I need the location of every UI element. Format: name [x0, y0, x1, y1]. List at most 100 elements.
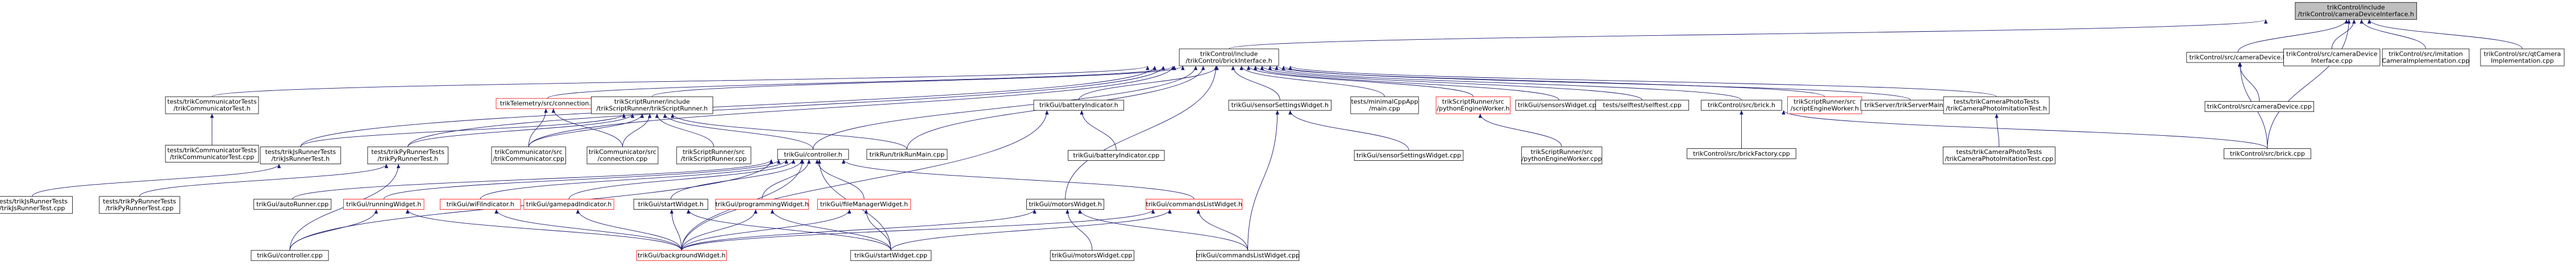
node-start-widget-h[interactable]: trikGui/startWidget.h: [633, 199, 709, 210]
node-label: trikCommunicator/src: [495, 148, 563, 156]
node-label: trikGui/commandsListWidget.h: [1146, 201, 1242, 208]
edge-trik-communicator-cpp-to-brick-interface: [528, 66, 1175, 147]
node-autorunner-cpp[interactable]: trikGui/autoRunner.cpp: [253, 199, 332, 210]
node-box: [2480, 48, 2565, 66]
edge-background-widget-h-to-start-widget-h: [669, 209, 682, 251]
edge-start-widget-cpp-to-start-widget-h: [686, 209, 892, 251]
node-running-widget-h[interactable]: trikGui/runningWidget.h: [343, 199, 425, 210]
node-python-engine-worker-cpp[interactable]: trikScriptRunner/src/pythonEngineWorker.…: [1521, 147, 1603, 164]
node-motors-widget-h[interactable]: trikGui/motorsWidget.h: [1026, 199, 1105, 210]
edge-connection-cpp-to-telemetry-connection: [551, 109, 623, 147]
node-trik-server-main[interactable]: trikServer/trikServerMain.cpp: [1861, 99, 1961, 111]
node-commands-list-widget-h[interactable]: trikGui/commandsListWidget.h: [1146, 199, 1243, 210]
node-label: /trikCameraPhotoImitationTest.cpp: [1945, 155, 2053, 163]
edge-wifi-indicator-h-to-controller-h: [480, 159, 789, 199]
node-js-runner-test-h[interactable]: tests/trikJsRunnerTests/trikJsRunnerTest…: [260, 147, 342, 164]
node-box: [715, 199, 809, 210]
node-label: /pythonEngineWorker.h: [1437, 105, 1509, 113]
node-box: [1701, 99, 1782, 111]
edge-brick-interface-to-root: [1229, 19, 2267, 49]
node-commands-list-widget-cpp[interactable]: trikGui/commandsListWidget.cpp: [1196, 250, 1300, 261]
node-programming-widget-h[interactable]: trikGui/programmingWidget.h: [715, 199, 809, 210]
node-camera-photo-test-cpp[interactable]: tests/trikCameraPhotoTests/trikCameraPho…: [1942, 147, 2055, 164]
node-label: trikScriptRunner/include: [614, 98, 690, 106]
node-box: [1146, 199, 1243, 210]
node-controller-h[interactable]: trikGui/controller.h: [777, 149, 849, 160]
node-comm-test-h[interactable]: tests/trikCommunicatorTests/trikCommunic…: [165, 96, 259, 114]
node-label: trikGui/programmingWidget.h: [715, 201, 809, 208]
node-controller-cpp[interactable]: trikGui/controller.cpp: [251, 250, 329, 261]
node-box: [523, 199, 614, 210]
node-box: [2295, 2, 2417, 20]
edge-running-widget-h-to-controller-h: [383, 159, 781, 199]
node-box: [2204, 101, 2315, 112]
node-py-runner-test-cpp[interactable]: tests/trikPyRunnerTests/trikPyRunnerTest…: [99, 196, 180, 214]
node-label: tests/trikCameraPhotoTests: [1954, 98, 2040, 106]
node-gamepad-indicator-h[interactable]: trikGui/gamepadIndicator.h: [523, 199, 614, 210]
node-battery-indicator-cpp[interactable]: trikGui/batteryIndicator.cpp: [1068, 150, 1165, 161]
node-box: [777, 149, 849, 160]
node-camera-device-h[interactable]: trikControl/src/cameraDevice.h: [2186, 52, 2290, 63]
edge-gamepad-indicator-h-to-controller-h: [568, 159, 796, 199]
node-label: /trikPyRunnerTest.h: [377, 155, 438, 163]
node-camera-device-cpp[interactable]: trikControl/src/cameraDevice.cpp: [2204, 101, 2315, 112]
node-box: [1595, 99, 1689, 111]
node-sensor-settings-widget-cpp[interactable]: trikGui/sensorSettingsWidget.cpp: [1354, 150, 1464, 161]
node-label: trikScriptRunner/src: [1793, 98, 1855, 106]
node-battery-indicator-h[interactable]: trikGui/batteryIndicator.h: [1033, 99, 1124, 111]
edge-camera-device-h-to-root: [2237, 19, 2349, 53]
node-imitation-camera-cpp[interactable]: trikControl/src/imitationCameraImplement…: [2382, 48, 2470, 66]
node-script-runner-h[interactable]: trikScriptRunner/include/trikScriptRunne…: [591, 96, 713, 114]
node-camera-device-interface-cpp[interactable]: trikControl/src/cameraDeviceInterface.cp…: [2283, 48, 2381, 66]
node-sensors-widget-cpp[interactable]: trikGui/sensorsWidget.cpp: [1515, 99, 1603, 111]
node-label: /trikJsRunnerTest.cpp: [0, 205, 65, 212]
dependency-edges: [32, 19, 2523, 251]
node-qt-camera-cpp[interactable]: trikControl/src/qtCameraImplementation.c…: [2480, 48, 2565, 66]
node-label: trikGui/sensorsWidget.cpp: [1518, 102, 1600, 109]
node-py-runner-test-h[interactable]: tests/trikPyRunnerTests/trikPyRunnerTest…: [367, 147, 448, 164]
node-python-engine-worker-h[interactable]: trikScriptRunner/src/pythonEngineWorker.…: [1435, 96, 1510, 114]
node-brick-factory-cpp[interactable]: trikControl/src/brickFactory.cpp: [1687, 148, 1796, 159]
node-label: trikScriptRunner/src: [683, 148, 744, 156]
node-label: trikServer/trikServerMain.cpp: [1865, 102, 1957, 109]
node-js-runner-test-cpp[interactable]: tests/trikJsRunnerTests/trikJsRunnerTest…: [0, 196, 73, 214]
node-label: /trikCommunicatorTest.cpp: [170, 153, 254, 161]
node-label: trikScriptRunner/src: [1530, 148, 1592, 156]
node-label: trikGui/backgroundWidget.h: [638, 252, 726, 259]
node-label: trikControl/src/brick.cpp: [2230, 150, 2305, 157]
node-selftest-cpp[interactable]: tests/selftest/selftest.cpp: [1595, 99, 1689, 111]
edge-script-engine-worker-h-to-brick-interface: [1275, 65, 1825, 97]
node-script-engine-worker-h[interactable]: trikScriptRunner/src/scriptEngineWorker.…: [1787, 96, 1862, 114]
node-file-manager-widget-h[interactable]: trikGui/fileManagerWidget.h: [817, 199, 911, 210]
node-label: Interface.cpp: [2311, 57, 2353, 65]
node-label: trikGui/sensorSettingsWidget.h: [1231, 102, 1329, 109]
node-connection-cpp[interactable]: trikCommunicator/src/connection.cpp: [586, 147, 659, 164]
node-label: trikControl/src/cameraDevice.h: [2189, 54, 2286, 61]
node-brick-cpp[interactable]: trikControl/src/brick.cpp: [2224, 148, 2311, 159]
edge-qt-camera-cpp-to-root: [2367, 19, 2523, 49]
node-telemetry-connection[interactable]: trikTelemetry/src/connection.h: [496, 98, 599, 109]
node-label: trikGui/autoRunner.cpp: [256, 201, 328, 208]
node-label: trikGui/runningWidget.h: [346, 201, 421, 208]
node-trik-communicator-cpp[interactable]: trikCommunicator/src/trikCommunicator.cp…: [491, 147, 566, 164]
node-comm-test-cpp[interactable]: tests/trikCommunicatorTests/trikCommunic…: [165, 145, 259, 163]
node-minimal-cpp-app[interactable]: tests/minimalCppApp/main.cpp: [1350, 96, 1419, 114]
edge-brick-cpp-to-brick-h: [1782, 110, 2268, 149]
node-brick-h[interactable]: trikControl/src/brick.h: [1701, 99, 1782, 111]
node-trik-script-runner-cpp[interactable]: trikScriptRunner/src/trikScriptRunner.cp…: [676, 147, 751, 164]
node-background-widget-h[interactable]: trikGui/backgroundWidget.h: [636, 250, 727, 261]
node-label: /scriptEngineWorker.h: [1791, 105, 1859, 113]
node-sensor-settings-widget-h[interactable]: trikGui/sensorSettingsWidget.h: [1228, 99, 1331, 111]
node-label: /main.cpp: [1369, 105, 1400, 113]
node-motors-widget-cpp[interactable]: trikGui/motorsWidget.cpp: [1050, 250, 1134, 261]
edge-commands-list-widget-cpp-to-sensor-settings-widget-h: [1247, 110, 1280, 251]
node-label: /trikCameraPhotoImitationTest.h: [1946, 105, 2047, 113]
node-camera-photo-test-h[interactable]: tests/trikCameraPhotoTests/trikCameraPho…: [1943, 96, 2050, 114]
node-brick-interface[interactable]: trikControl/include/trikControl/brickInt…: [1179, 48, 1279, 66]
edge-brick-h-to-brick-interface: [1268, 65, 1742, 101]
node-label: tests/minimalCppApp: [1351, 98, 1418, 106]
node-start-widget-cpp[interactable]: trikGui/startWidget.cpp: [850, 250, 931, 261]
edge-commands-list-widget-cpp-to-motors-widget-h: [1078, 209, 1249, 251]
node-wifi-indicator-h[interactable]: trikGui/wiFiIndicator.h: [439, 199, 521, 210]
node-trik-run-main[interactable]: trikRun/trikRunMain.cpp: [866, 149, 948, 160]
